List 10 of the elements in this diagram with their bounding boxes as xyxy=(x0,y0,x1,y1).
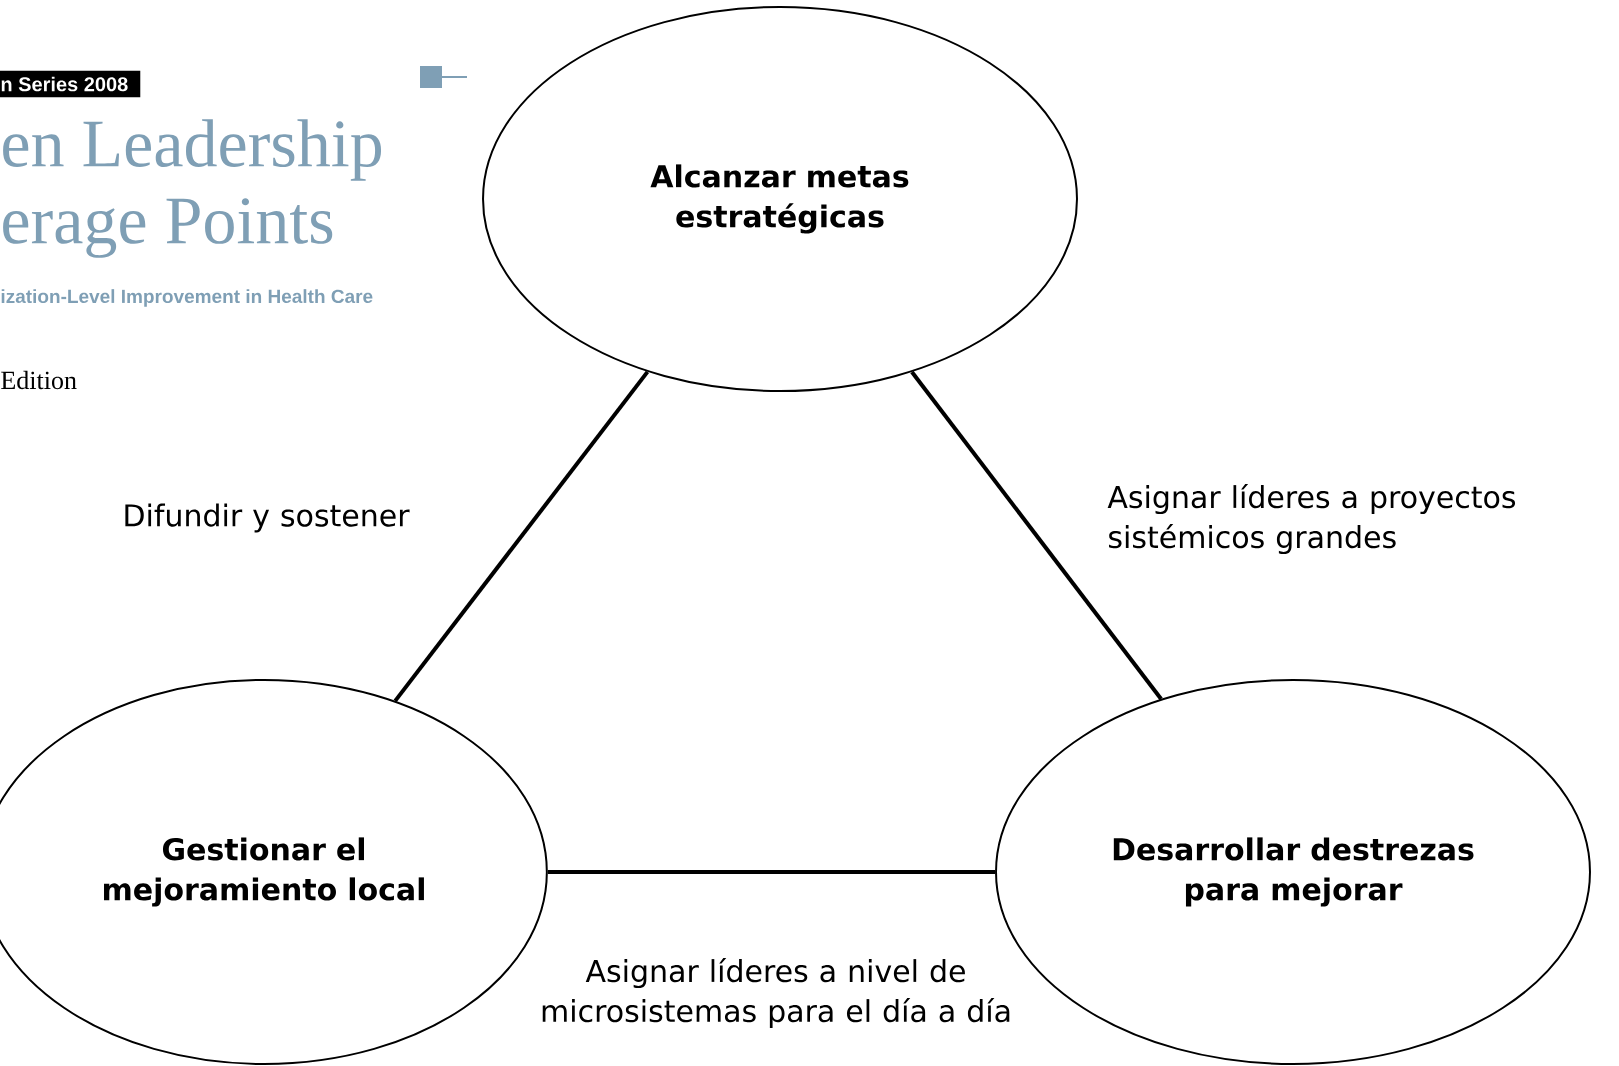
cover-title: en Leadership xyxy=(3,119,382,181)
edition-text: Edition xyxy=(1,370,77,390)
connector-line xyxy=(393,370,650,703)
series-band: n Series 2008 xyxy=(0,70,141,98)
cover-title: erage Points xyxy=(3,198,333,258)
edge-label: Asignar líderes a proyectos sistémicos grandes xyxy=(1107,483,1516,555)
connector-line xyxy=(910,370,1163,701)
cover-subtitle: ization-Level Improvement in Health Care xyxy=(1,289,373,307)
edge-label: Difundir y sostener xyxy=(125,503,410,533)
connector-line xyxy=(547,870,995,874)
